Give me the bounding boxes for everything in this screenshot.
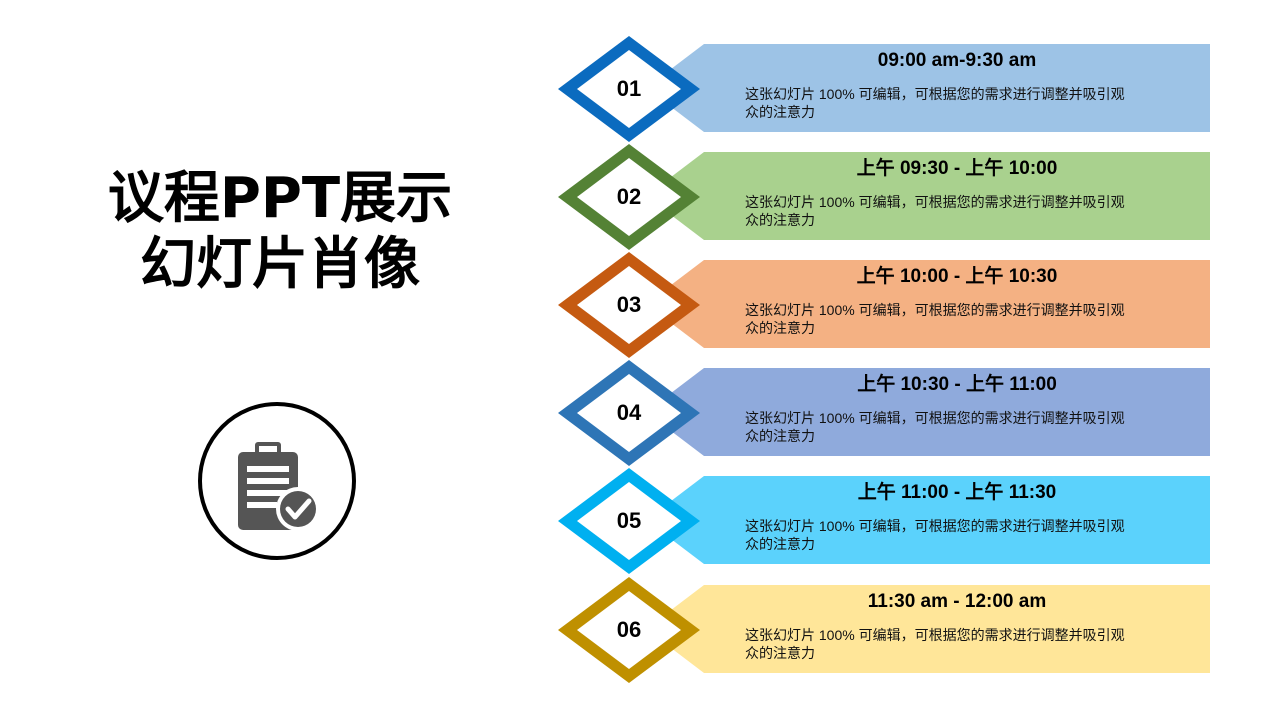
diamond-shape (558, 36, 700, 142)
banner-shape (646, 44, 1210, 132)
number-diamond: 05 (558, 468, 700, 574)
agenda-description: 这张幻灯片 100% 可编辑，可根据您的需求进行调整并吸引观众的注意力 (745, 627, 1125, 661)
agenda-time: 09:00 am-9:30 am (877, 50, 1037, 71)
agenda-banner: 上午 10:00 - 上午 10:30 这张幻灯片 100% 可编辑，可根据您的需… (646, 260, 1210, 348)
agenda-banner: 09:00 am-9:30 am 这张幻灯片 100% 可编辑，可根据您的需求进行… (646, 44, 1210, 132)
agenda-banner: 上午 09:30 - 上午 10:00 这张幻灯片 100% 可编辑，可根据您的需… (646, 152, 1210, 240)
agenda-description: 这张幻灯片 100% 可编辑，可根据您的需求进行调整并吸引观众的注意力 (745, 518, 1125, 552)
banner-shape (646, 152, 1210, 240)
agenda-item-01: 09:00 am-9:30 am 这张幻灯片 100% 可编辑，可根据您的需求进行… (558, 36, 1218, 142)
agenda-item-04: 上午 10:30 - 上午 11:00 这张幻灯片 100% 可编辑，可根据您的需… (558, 360, 1218, 466)
diamond-shape (558, 252, 700, 358)
diamond-shape (558, 360, 700, 466)
agenda-time: 11:30 am - 12:00 am (867, 591, 1047, 612)
agenda-item-06: 11:30 am - 12:00 am 这张幻灯片 100% 可编辑，可根据您的需… (558, 577, 1218, 683)
agenda-time: 上午 10:30 - 上午 11:00 (857, 374, 1057, 395)
agenda-number: 02 (616, 184, 642, 209)
banner-shape (646, 368, 1210, 456)
number-diamond: 06 (558, 577, 700, 683)
agenda-description: 这张幻灯片 100% 可编辑，可根据您的需求进行调整并吸引观众的注意力 (745, 194, 1125, 228)
agenda-description: 这张幻灯片 100% 可编辑，可根据您的需求进行调整并吸引观众的注意力 (745, 302, 1125, 336)
title-line-1: 议程PPT展示 (107, 166, 453, 231)
banner-shape (646, 585, 1210, 673)
number-diamond: 02 (558, 144, 700, 250)
banner-shape (646, 260, 1210, 348)
agenda-description: 这张幻灯片 100% 可编辑，可根据您的需求进行调整并吸引观众的注意力 (745, 410, 1125, 444)
page-title: 议程PPT展示 幻灯片肖像 (90, 166, 470, 298)
banner-shape (646, 476, 1210, 564)
agenda-number: 04 (616, 400, 642, 425)
agenda-number: 05 (616, 508, 642, 533)
agenda-time: 上午 09:30 - 上午 10:00 (856, 158, 1058, 179)
number-diamond: 04 (558, 360, 700, 466)
diamond-shape (558, 468, 700, 574)
agenda-item-02: 上午 09:30 - 上午 10:00 这张幻灯片 100% 可编辑，可根据您的需… (558, 144, 1218, 250)
agenda-banner: 上午 10:30 - 上午 11:00 这张幻灯片 100% 可编辑，可根据您的需… (646, 368, 1210, 456)
number-diamond: 01 (558, 36, 700, 142)
diamond-shape (558, 144, 700, 250)
agenda-item-03: 上午 10:00 - 上午 10:30 这张幻灯片 100% 可编辑，可根据您的需… (558, 252, 1218, 358)
agenda-time: 上午 10:00 - 上午 10:30 (856, 266, 1058, 287)
agenda-number: 01 (616, 76, 642, 101)
number-diamond: 03 (558, 252, 700, 358)
icon-circle (198, 402, 356, 560)
agenda-banner: 11:30 am - 12:00 am 这张幻灯片 100% 可编辑，可根据您的需… (646, 585, 1210, 673)
agenda-number: 06 (616, 617, 642, 642)
agenda-description: 这张幻灯片 100% 可编辑，可根据您的需求进行调整并吸引观众的注意力 (745, 86, 1125, 120)
agenda-time: 上午 11:00 - 上午 11:30 (857, 482, 1057, 503)
diamond-shape (558, 577, 700, 683)
agenda-banner: 上午 11:00 - 上午 11:30 这张幻灯片 100% 可编辑，可根据您的需… (646, 476, 1210, 564)
title-line-2: 幻灯片肖像 (140, 232, 420, 297)
agenda-number: 03 (616, 292, 642, 317)
clipboard-check-icon (238, 442, 320, 531)
agenda-item-05: 上午 11:00 - 上午 11:30 这张幻灯片 100% 可编辑，可根据您的需… (558, 468, 1218, 574)
